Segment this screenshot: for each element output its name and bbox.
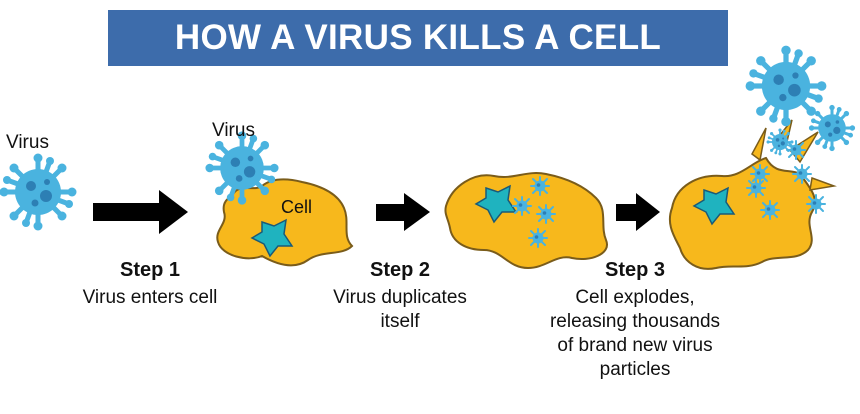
virus-entering: [205, 131, 278, 204]
virus-label-left: Virus: [6, 132, 49, 153]
cell-step-2: [444, 172, 608, 270]
cell-step-3: [668, 46, 857, 270]
page-title: HOW A VIRUS KILLS A CELL: [174, 18, 662, 57]
arrow-3: [616, 193, 660, 231]
step-1-title: Step 1: [119, 259, 181, 281]
virus-left: [0, 154, 77, 231]
virus-label-top: Virus: [212, 120, 255, 141]
title-banner: HOW A VIRUS KILLS A CELL: [108, 10, 728, 66]
cell-label: Cell: [281, 197, 313, 217]
step-1-description: Virus enters cell: [82, 287, 218, 308]
arrow-2: [376, 193, 430, 231]
step-2-title: Step 2: [369, 259, 431, 281]
step-3-title: Step 3: [604, 259, 666, 281]
step-3-description: Cell explodes, releasing thousands of br…: [549, 287, 721, 380]
cell-step-1: [205, 131, 354, 267]
arrow-1: [93, 190, 188, 234]
step-2-description: Virus duplicates itself: [333, 287, 467, 332]
